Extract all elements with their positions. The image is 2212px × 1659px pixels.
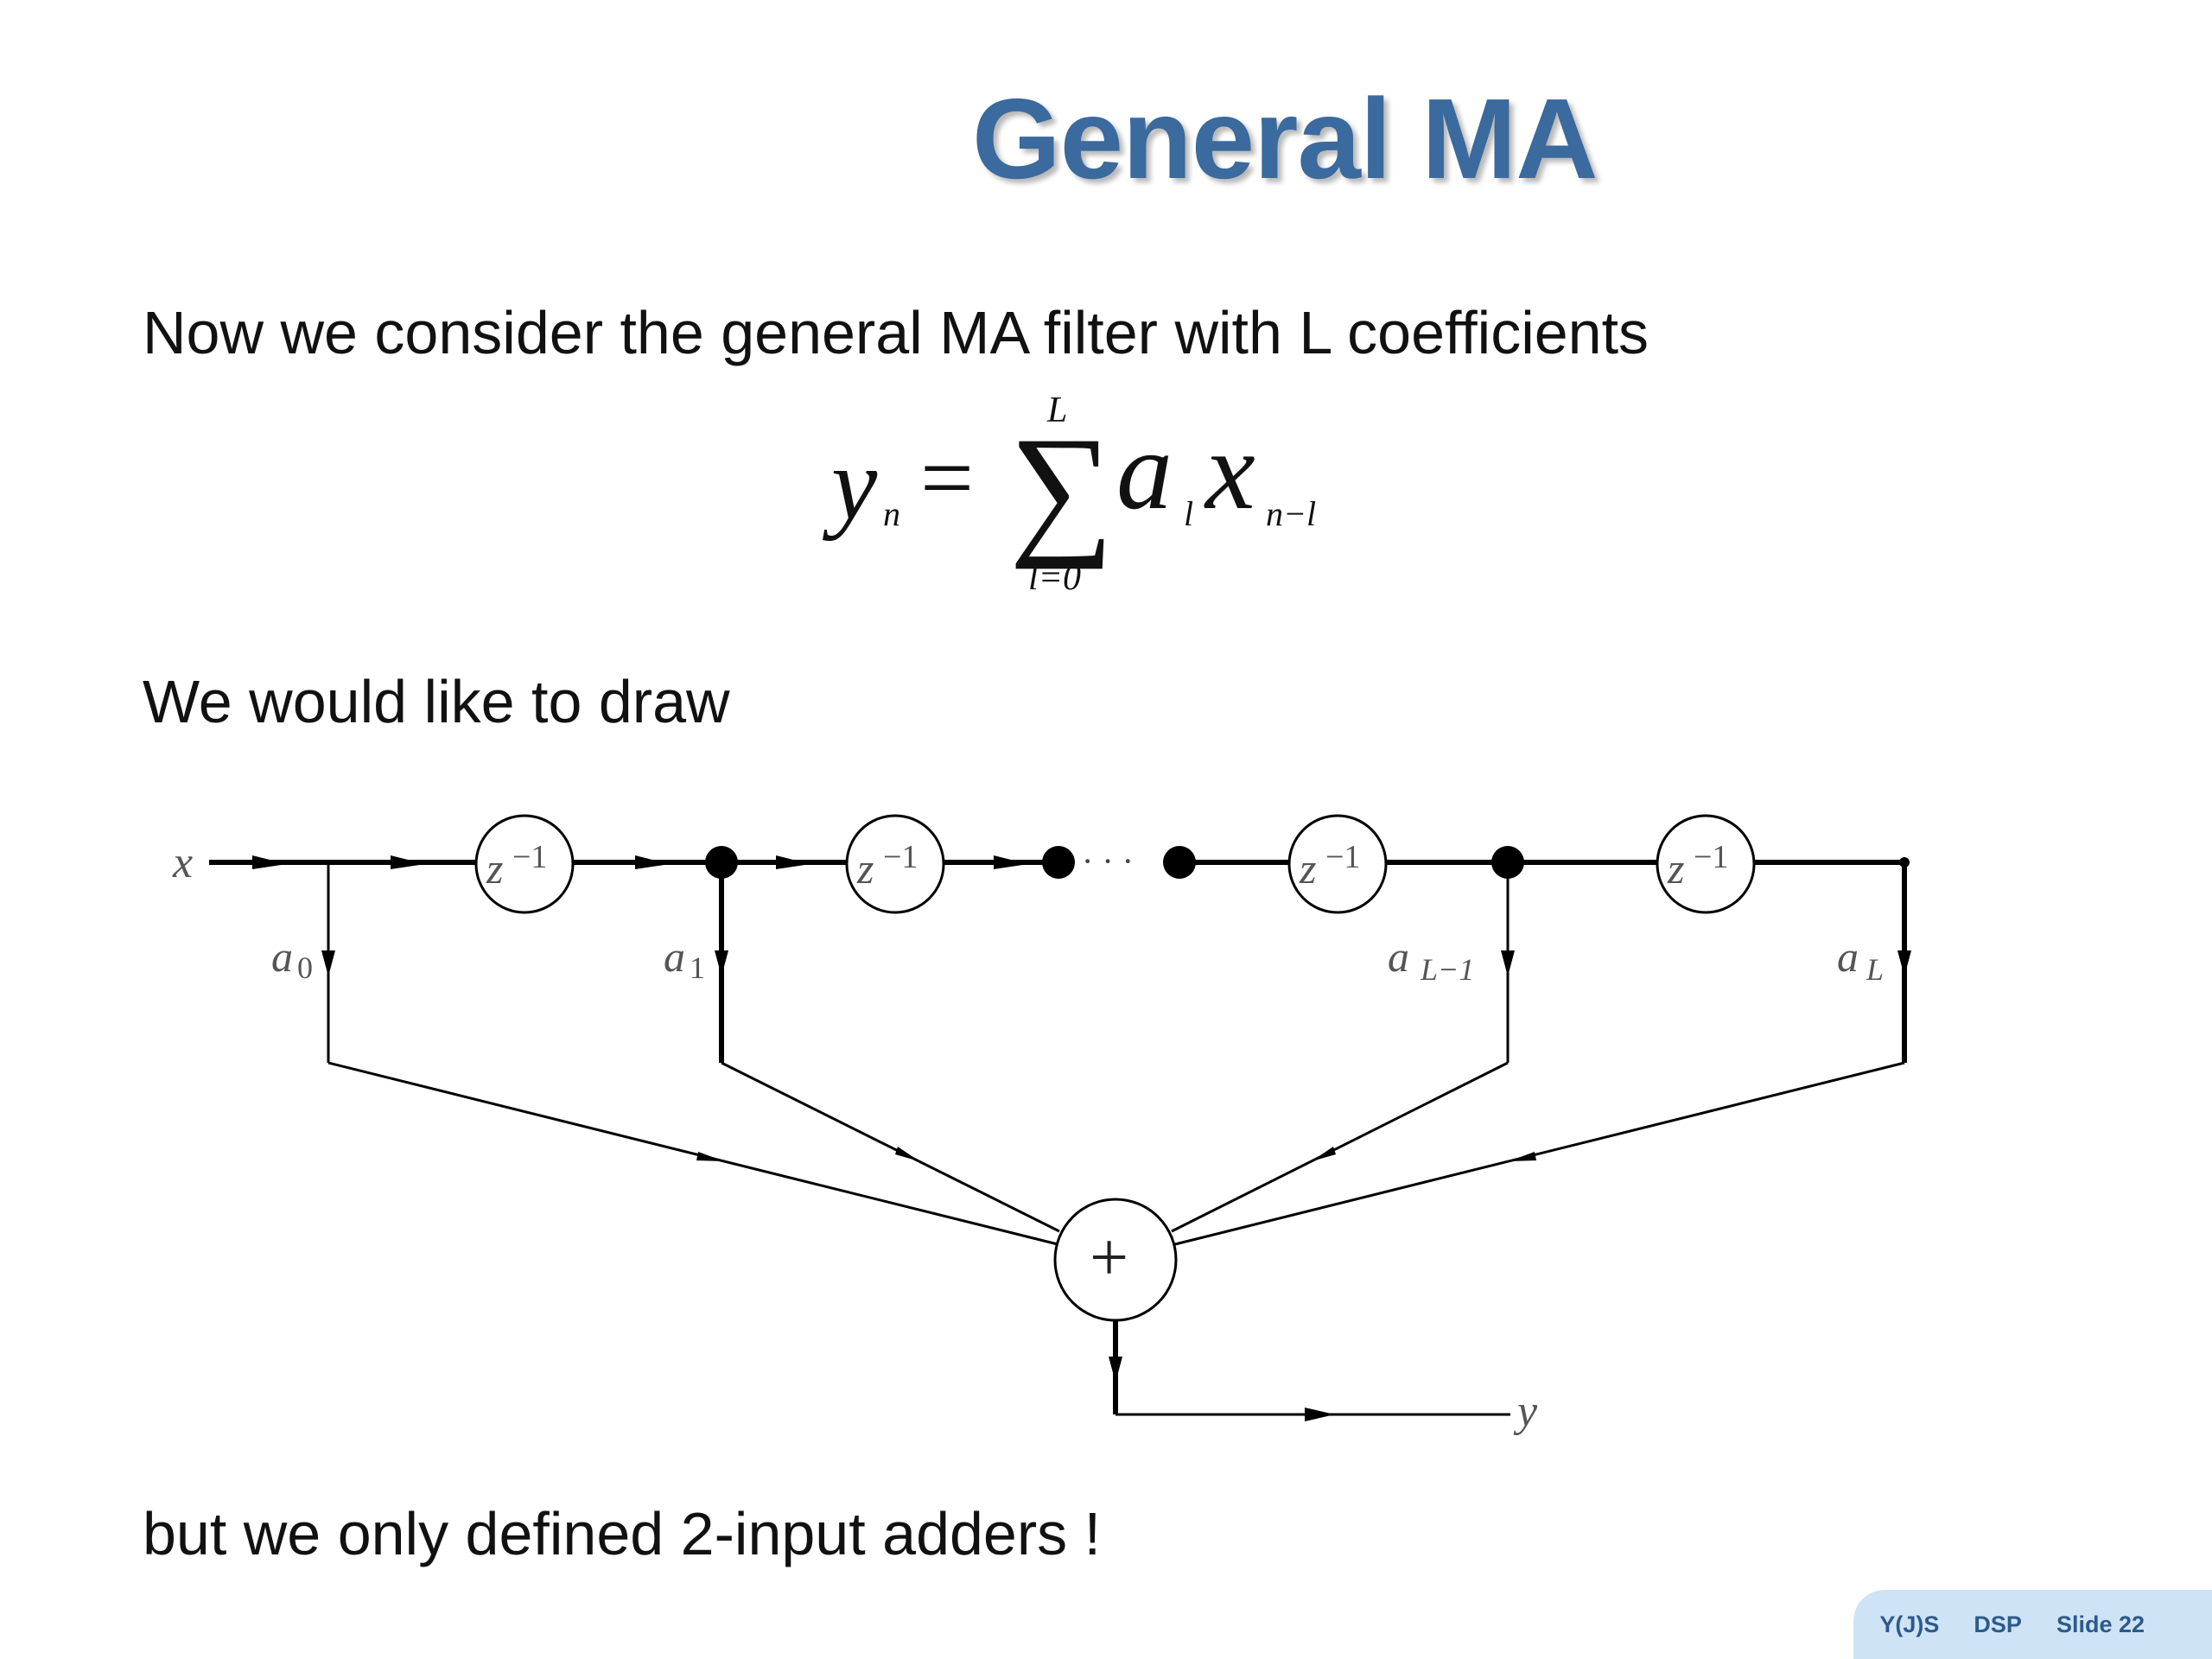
coefficient-label-a1: a 1 [664,932,705,985]
adder [1053,1198,1178,1322]
footer-author: Y(J)S [1879,1611,1940,1637]
arrow-head [1305,1408,1335,1421]
arrow-head [776,855,810,869]
slide-title: General MA [972,75,1599,202]
draw-text: We would like to draw [143,668,730,735]
arrow-head [1109,1357,1122,1382]
output-label: y [1513,1387,1538,1436]
coefficient-base: a [271,932,293,981]
footer-slide-number: Slide 22 [2056,1611,2145,1637]
delay-element [845,814,945,914]
delay-label: z −1 [1299,839,1360,893]
delay-element [1287,814,1388,914]
delay-label-exp: −1 [883,839,918,875]
arrow-head [994,855,1028,869]
coefficient-sub: 1 [690,950,705,985]
delay-label: z −1 [856,839,918,893]
delay-label-base: z [486,844,503,893]
node-dot [1491,846,1524,879]
ellipsis: · · · [1082,842,1134,880]
node-dot [1163,846,1196,879]
delay-label-exp: −1 [1694,839,1728,875]
coefficient-base: a [664,932,685,981]
node-dot [705,846,738,879]
delay-label: z −1 [1667,839,1728,893]
arrow-head [1509,1152,1536,1161]
arrow-head [252,855,287,869]
coefficient-label-a0: a 0 [271,932,313,985]
delay-label-base: z [1667,844,1684,893]
delay-label: z −1 [486,839,547,893]
coefficient-sub: L−1 [1420,952,1474,987]
arrow-head [696,1152,724,1161]
arrow-head [635,855,670,869]
arrow-head [715,950,728,976]
sum-line-aL [1174,1061,1905,1246]
intro-text: Now we consider the general MA filter wi… [143,299,1649,366]
delay-label-base: z [1299,844,1316,893]
coefficient-label-aL-1: a L−1 [1388,932,1474,987]
arrow-head [321,950,335,976]
arrow-head [1501,950,1515,976]
adder-symbol: + [1090,1220,1128,1296]
input-label: x [172,838,193,887]
arrow-head [1897,950,1911,976]
arrow-head [895,1147,919,1161]
slide-footer: Y(J)S DSP Slide 22 [1853,1590,2212,1659]
delay-label-exp: −1 [1325,839,1360,875]
coefficient-label-aL: a L [1837,932,1884,987]
adder-note-text: but we only defined 2-input adders ! [143,1500,1102,1567]
coefficient-base: a [1837,932,1859,981]
node-dot [1899,857,1910,868]
sum-line-a1 [721,1061,1060,1233]
delay-label-base: z [856,844,874,893]
footer-course: DSP [1974,1611,2022,1637]
sum-line-aL-1 [1171,1061,1509,1233]
delay-label-exp: −1 [512,839,547,875]
delay-element [474,814,575,914]
node-dot [1042,846,1075,879]
arrow-head [391,855,425,869]
coefficient-sub: L [1866,952,1884,987]
arrow-head [1312,1147,1336,1161]
delay-element [1656,814,1756,914]
coefficient-sub: 0 [297,950,313,985]
sum-line-a0 [327,1061,1058,1246]
coefficient-base: a [1388,932,1409,981]
